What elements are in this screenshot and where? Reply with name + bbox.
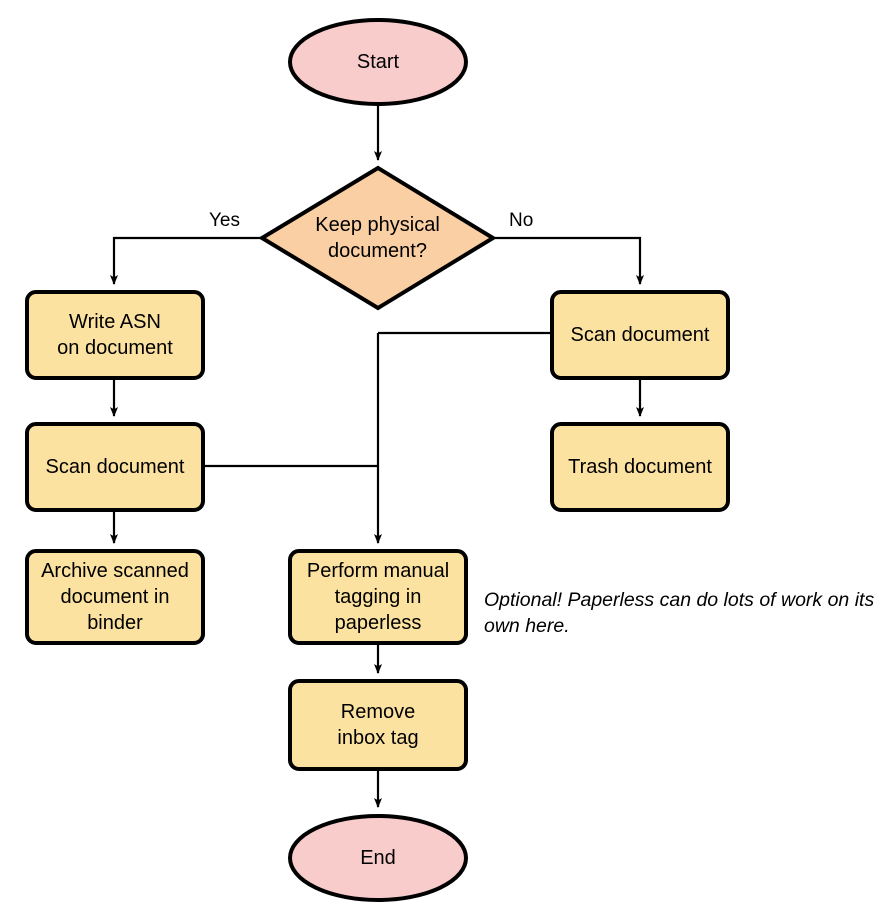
- node-remove-inbox-tag-shape[interactable]: [288, 679, 468, 771]
- edge-layer: [110, 105, 644, 808]
- node-scan-left-shape[interactable]: [25, 422, 205, 512]
- node-trash-shape[interactable]: [550, 422, 730, 512]
- edge-decision-no: [493, 236, 644, 285]
- node-archive-binder-shape[interactable]: [25, 549, 205, 645]
- node-write-asn-shape[interactable]: [25, 290, 205, 380]
- node-scan-right-shape[interactable]: [550, 290, 730, 380]
- optional-note-text: Optional! Paperless can do lots of work …: [484, 589, 875, 637]
- node-shape-layer: [25, 18, 730, 902]
- node-end-shape[interactable]: [288, 814, 468, 902]
- node-manual-tagging-shape[interactable]: [288, 549, 468, 645]
- edge-decision-yes: [110, 236, 262, 285]
- edge-label-yes: Yes: [209, 210, 240, 231]
- node-start-shape[interactable]: [288, 18, 468, 106]
- node-decision-shape[interactable]: [258, 165, 497, 311]
- edge-label-no: No: [509, 210, 534, 231]
